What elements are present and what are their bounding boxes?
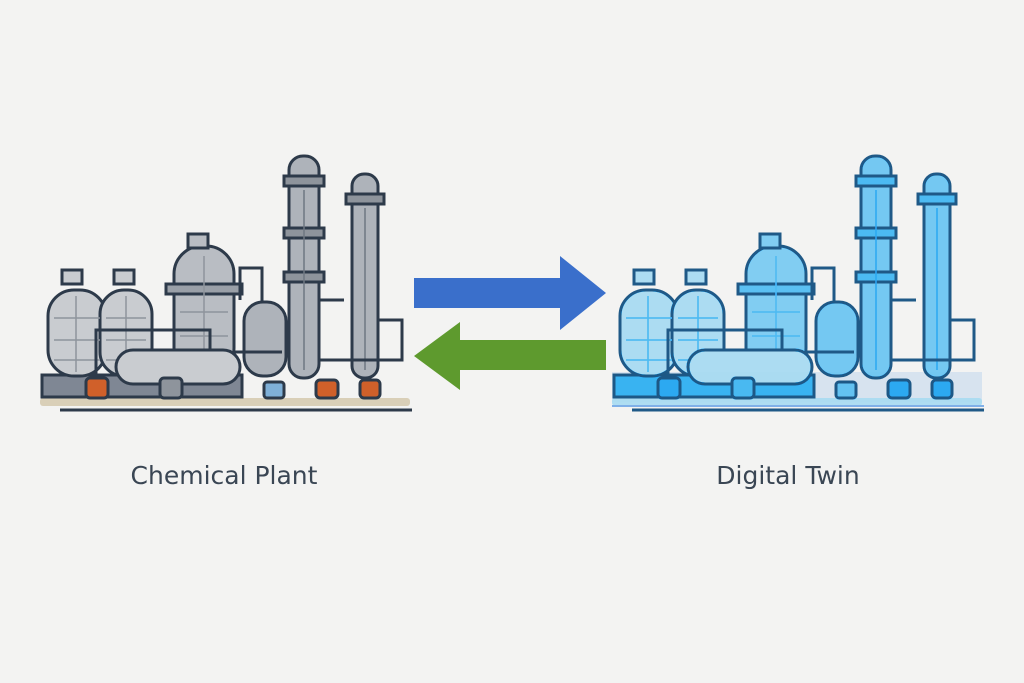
arrow-to-digital-twin <box>414 256 606 330</box>
arrow-to-chemical-plant <box>414 322 606 390</box>
label-chemical-plant: Chemical Plant <box>131 461 318 490</box>
label-digital-twin: Digital Twin <box>716 461 859 490</box>
digital-twin-illustration <box>610 154 986 412</box>
chemical-plant-illustration <box>38 154 414 412</box>
